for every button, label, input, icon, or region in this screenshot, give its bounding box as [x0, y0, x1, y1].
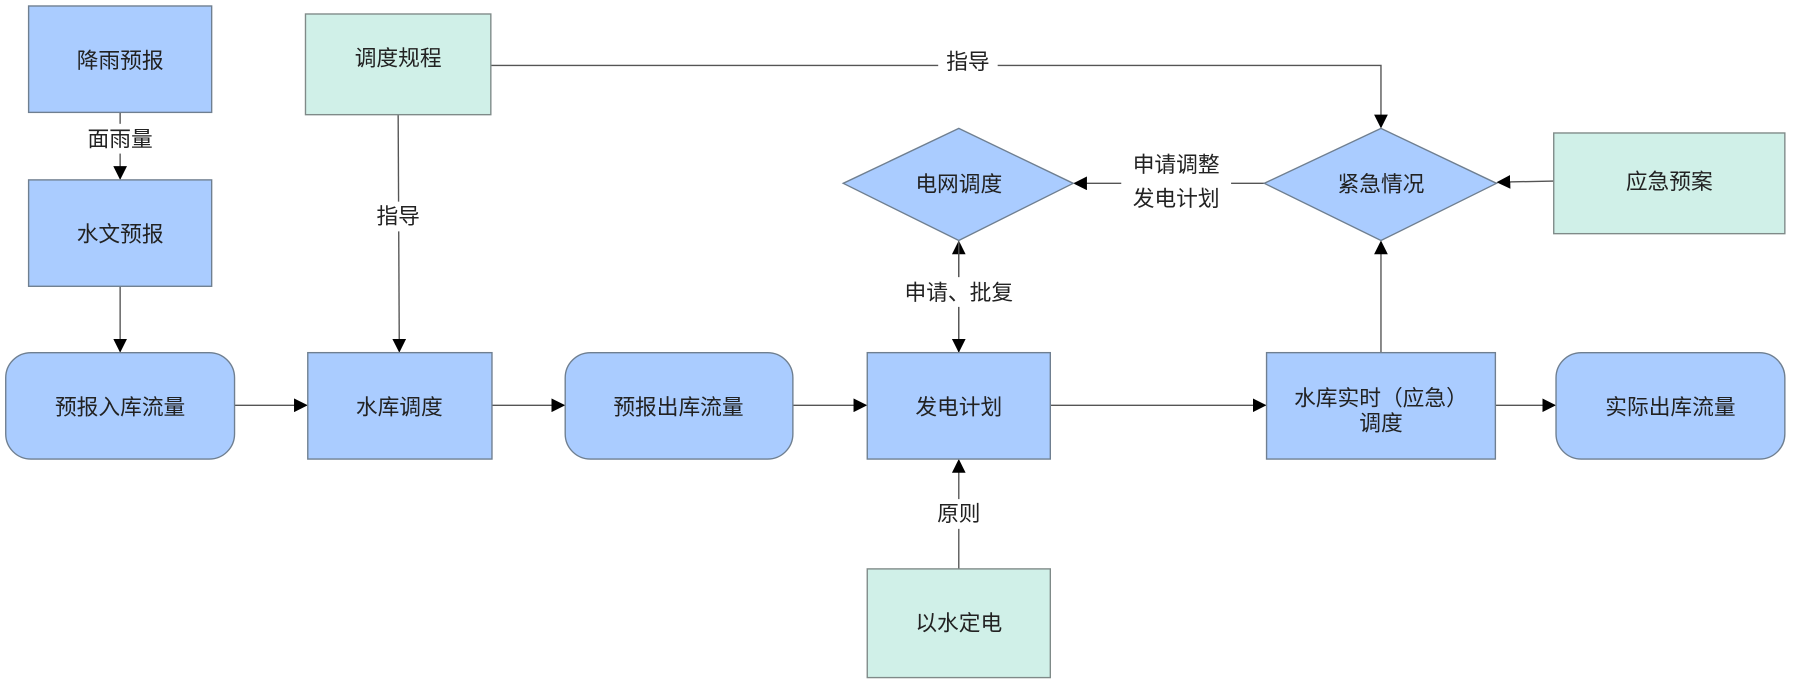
edges — [113, 64, 1557, 569]
label-adjust-line1: 申请调整 — [1133, 153, 1220, 178]
node-label: 调度规程 — [355, 46, 442, 71]
node-forecast-outflow[interactable]: 预报出库流量 — [564, 351, 794, 460]
node-label: 以水定电 — [915, 612, 1002, 637]
node-emergency-plan[interactable]: 应急预案 — [1553, 132, 1786, 235]
node-forecast-inflow[interactable]: 预报入库流量 — [5, 351, 236, 460]
edge-labels: 面雨量 指导 指导 申请、批复 原则 申请调整 发电计划 — [80, 48, 1232, 529]
node-realtime-dispatch[interactable]: 水库实时（应急） 调度 — [1265, 351, 1497, 460]
node-dispatch-rules[interactable]: 调度规程 — [304, 13, 492, 116]
node-reservoir-dispatch[interactable]: 水库调度 — [307, 351, 493, 460]
edge-rules-to-dispatch — [392, 114, 407, 353]
edge-plan-to-emergency — [1496, 175, 1554, 189]
node-label: 预报出库流量 — [613, 395, 743, 420]
node-label: 预报入库流量 — [55, 395, 185, 420]
node-label: 应急预案 — [1626, 170, 1713, 195]
node-emergency[interactable]: 紧急情况 — [1262, 127, 1499, 242]
node-grid-dispatch[interactable]: 电网调度 — [841, 127, 1075, 242]
label-areal-rainfall: 面雨量 — [88, 128, 153, 153]
node-label: 调度 — [1359, 411, 1402, 436]
edge-rules-to-emergency — [490, 64, 1388, 129]
label-guide-left: 指导 — [376, 204, 419, 229]
node-water-based-power[interactable]: 以水定电 — [866, 568, 1052, 679]
node-actual-outflow[interactable]: 实际出库流量 — [1555, 351, 1786, 460]
node-label: 水库调度 — [356, 395, 443, 420]
node-label: 紧急情况 — [1338, 172, 1425, 197]
label-apply-approve: 申请、批复 — [904, 281, 1013, 306]
label-guide-top: 指导 — [946, 50, 989, 75]
node-label: 发电计划 — [915, 395, 1002, 420]
node-label: 水文预报 — [77, 223, 164, 248]
node-rain-forecast[interactable]: 降雨预报 — [27, 5, 213, 114]
node-label: 实际出库流量 — [1605, 395, 1735, 420]
node-label: 降雨预报 — [77, 49, 164, 74]
node-label: 水库实时（应急） — [1294, 386, 1468, 411]
label-adjust-line2: 发电计划 — [1133, 187, 1220, 212]
node-generation-plan[interactable]: 发电计划 — [866, 351, 1052, 460]
node-hydro-forecast[interactable]: 水文预报 — [27, 179, 213, 287]
label-principle: 原则 — [937, 502, 980, 527]
node-label: 电网调度 — [915, 172, 1002, 197]
